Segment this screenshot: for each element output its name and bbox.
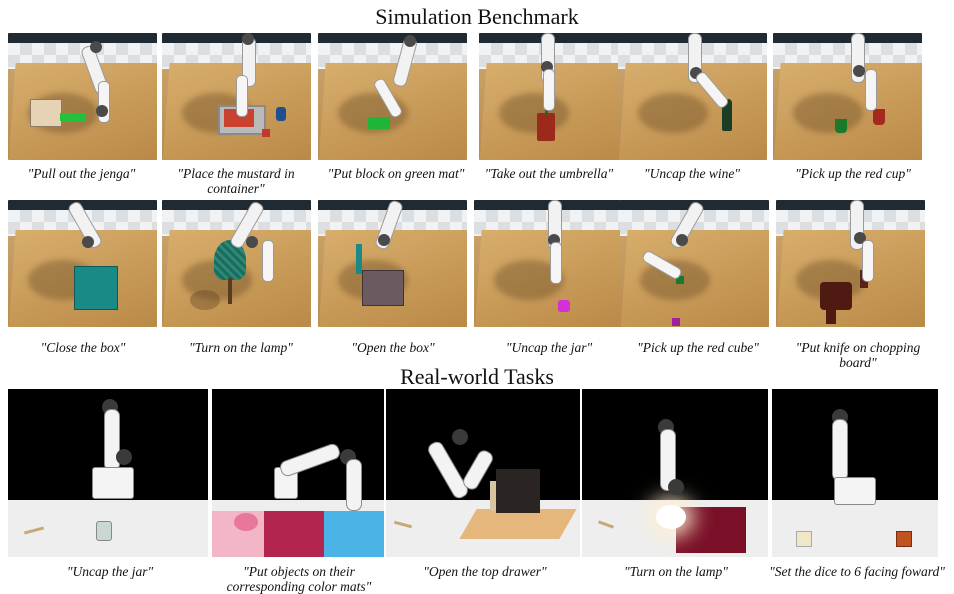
sim-image-close-box [8, 200, 157, 327]
real-image-open-drawer [386, 389, 580, 557]
caption-turn-on-lamp: "Turn on the lamp" [189, 340, 293, 355]
sim-image-knife-chopping-board [776, 200, 925, 327]
caption-uncap-jar: "Uncap the jar" [505, 340, 593, 355]
sim-image-open-box [318, 200, 467, 327]
sim-image-pick-red-cup [773, 33, 922, 160]
sim-image-uncap-jar [474, 200, 623, 327]
caption-real-open-drawer: "Open the top drawer" [423, 564, 547, 579]
caption-real-color-mats: "Put objects on their corresponding colo… [226, 564, 372, 594]
caption-pick-red-cube: "Pick up the red cube" [637, 340, 759, 355]
caption-pull-jenga: "Pull out the jenga" [27, 166, 136, 181]
sim-image-pick-red-cube [620, 200, 769, 327]
sim-image-turn-on-lamp [162, 200, 311, 327]
caption-open-box: "Open the box" [351, 340, 435, 355]
sim-image-place-mustard [162, 33, 311, 160]
caption-close-box: "Close the box" [40, 340, 126, 355]
caption-real-set-dice: "Set the dice to 6 facing foward" [769, 564, 945, 579]
caption-take-umbrella: "Take out the umbrella" [484, 166, 614, 181]
simulation-heading: Simulation Benchmark [375, 4, 579, 29]
sim-image-pull-jenga [8, 33, 157, 160]
sim-image-uncap-wine [618, 33, 767, 160]
real-image-uncap-jar [8, 389, 208, 557]
caption-uncap-wine: "Uncap the wine" [643, 166, 741, 181]
caption-real-turn-on-lamp: "Turn on the lamp" [624, 564, 728, 579]
caption-real-uncap-jar: "Uncap the jar" [66, 564, 154, 579]
sim-image-block-green-mat [318, 33, 467, 160]
real-image-color-mats [212, 389, 384, 557]
sim-image-take-umbrella [479, 33, 628, 160]
caption-place-mustard: "Place the mustard in container" [177, 166, 295, 196]
caption-pick-red-cup: "Pick up the red cup" [795, 166, 911, 181]
caption-block-green-mat: "Put block on green mat" [327, 166, 465, 181]
real-world-heading: Real-world Tasks [400, 364, 554, 389]
real-image-set-dice [772, 389, 938, 557]
caption-knife-chopping-board: "Put knife on chopping board" [795, 340, 921, 370]
real-image-turn-on-lamp [582, 389, 768, 557]
